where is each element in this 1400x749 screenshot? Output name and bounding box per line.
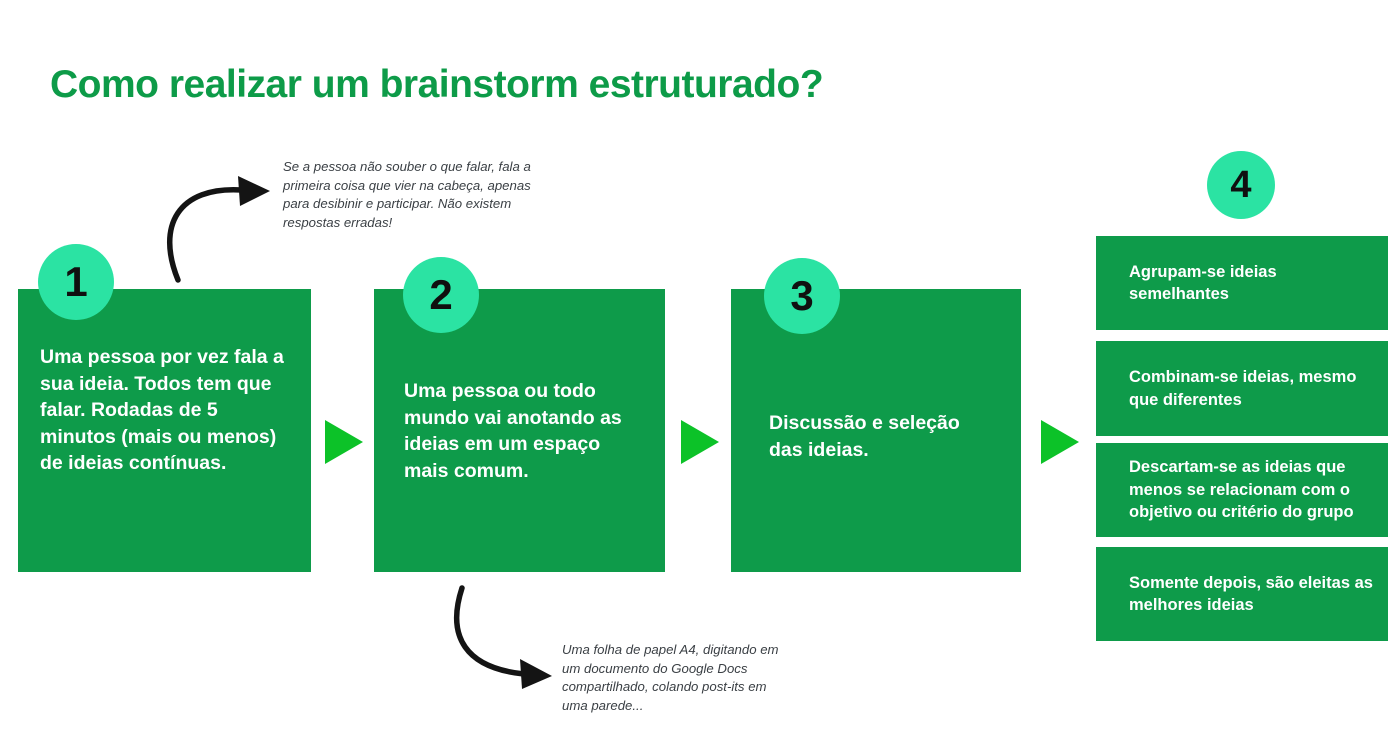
- annotation-bottom: Uma folha de papel A4, digitando em um d…: [562, 642, 779, 713]
- step-3-card: Discussão e seleção das ideias.: [731, 289, 1021, 572]
- step-4-item-card: Agrupam-se ideias semelhantes: [1096, 236, 1388, 330]
- annotation-top: Se a pessoa não souber o que falar, fala…: [283, 159, 531, 230]
- step-1-number-badge: 1: [38, 244, 114, 320]
- page-title: Como realizar um brainstorm estruturado?: [50, 63, 824, 106]
- step-3-text: Discussão e seleção das ideias.: [769, 412, 960, 461]
- curved-arrow-bottom-icon: [453, 585, 552, 689]
- curved-arrow-top-icon: [167, 176, 270, 283]
- step-2-card: Uma pessoa ou todo mundo vai anotando as…: [374, 289, 665, 572]
- flow-arrow-icon-3: [1041, 420, 1079, 464]
- step-4-item-card: Somente depois, são eleitas as melhores …: [1096, 547, 1388, 641]
- step-4-number-badge: 4: [1207, 151, 1275, 219]
- step-4-item-1-text: Agrupam-se ideias semelhantes: [1129, 262, 1277, 304]
- step-1-card: Uma pessoa por vez fala a sua ideia. Tod…: [18, 289, 311, 572]
- step-4-item-card: Combinam-se ideias, mesmo que diferentes: [1096, 341, 1388, 436]
- step-2-text: Uma pessoa ou todo mundo vai anotando as…: [404, 380, 622, 482]
- flow-arrow-icon-2: [681, 420, 719, 464]
- step-4-item-2-text: Combinam-se ideias, mesmo que diferentes: [1129, 368, 1357, 409]
- flow-arrow-icon-1: [325, 420, 363, 464]
- step-4-item-3-text: Descartam-se as ideias que menos se rela…: [1129, 458, 1354, 522]
- step-4-item-card: Descartam-se as ideias que menos se rela…: [1096, 443, 1388, 537]
- step-3-number-badge: 3: [764, 258, 840, 334]
- step-2-number-badge: 2: [403, 257, 479, 333]
- step-1-text: Uma pessoa por vez fala a sua ideia. Tod…: [40, 346, 284, 474]
- step-4-item-4-text: Somente depois, são eleitas as melhores …: [1129, 573, 1373, 615]
